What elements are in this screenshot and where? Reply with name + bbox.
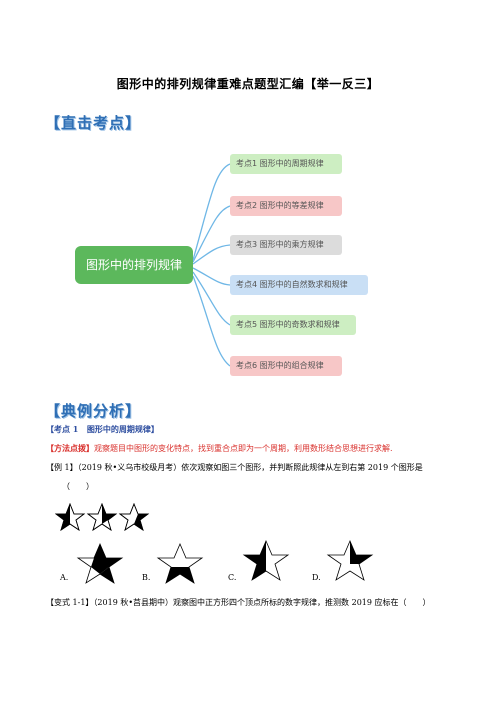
star-sequence-figure bbox=[55, 503, 150, 531]
section-heading-key-points: 【直击考点】 bbox=[45, 114, 142, 132]
option-c-label: C. bbox=[228, 573, 237, 582]
mindmap-node-3: 考点3 图形中的乘方规律 bbox=[230, 235, 342, 255]
page-title: 图形中的排列规律重难点题型汇编【举一反三】 bbox=[116, 77, 380, 91]
mindmap-node-6: 考点6 图形中的组合规律 bbox=[230, 356, 342, 376]
point-heading: 【考点 1 图形中的周期规律】 bbox=[46, 424, 159, 435]
mindmap-node-4: 考点4 图形中的自然数求和规律 bbox=[230, 275, 368, 295]
mindmap-node-5: 考点5 图形中的奇数求和规律 bbox=[230, 315, 356, 335]
method-label: 【方法点拨】 bbox=[46, 443, 94, 453]
connector-2 bbox=[192, 205, 231, 263]
connector-1 bbox=[192, 163, 231, 261]
method-text: 观察题目中图形的变化特点，找到重合点即为一个周期，利用数形结合思想进行求解. bbox=[94, 444, 393, 453]
point-label: 【考点 1 bbox=[46, 424, 79, 434]
variant-text: （2019 秋•莒县期中）观察图中正方形四个顶点所标的数字规律，推测数 2019… bbox=[93, 598, 431, 607]
option-d-label: D. bbox=[312, 573, 321, 582]
option-d-star bbox=[326, 540, 374, 581]
variant-line: 【变式 1-1】（2019 秋•莒县期中）观察图中正方形四个顶点所标的数字规律，… bbox=[46, 597, 431, 608]
mindmap-node-1: 考点1 图形中的周期规律 bbox=[230, 154, 342, 174]
option-a-star bbox=[76, 543, 124, 584]
section-heading-examples: 【典例分析】 bbox=[45, 402, 142, 420]
option-c-star bbox=[242, 540, 290, 581]
mindmap-node-2: 考点2 图形中的等差规律 bbox=[230, 196, 342, 216]
option-b-star bbox=[156, 543, 204, 584]
connector-4 bbox=[192, 267, 231, 286]
example-text: 【例 1】（2019 秋•义乌市校级月考）依次观察如图三个图形，并判断照此规律从… bbox=[46, 463, 423, 472]
connector-3 bbox=[192, 244, 231, 265]
example-blank: （ ） bbox=[62, 482, 94, 491]
variant-label: 【变式 1-1】 bbox=[46, 598, 94, 607]
option-b-label: B. bbox=[142, 573, 151, 582]
connector-6 bbox=[192, 275, 231, 367]
connector-5 bbox=[192, 271, 231, 326]
mindmap-center-node: 图形中的排列规律 bbox=[75, 246, 193, 284]
sequence-star-2 bbox=[86, 503, 118, 531]
sequence-star-3 bbox=[118, 503, 150, 531]
point-title: 图形中的周期规律】 bbox=[86, 424, 159, 434]
method-tip: 【方法点拨】观察题目中图形的变化特点，找到重合点即为一个周期，利用数形结合思想进… bbox=[46, 443, 393, 454]
option-a-label: A. bbox=[60, 573, 69, 582]
